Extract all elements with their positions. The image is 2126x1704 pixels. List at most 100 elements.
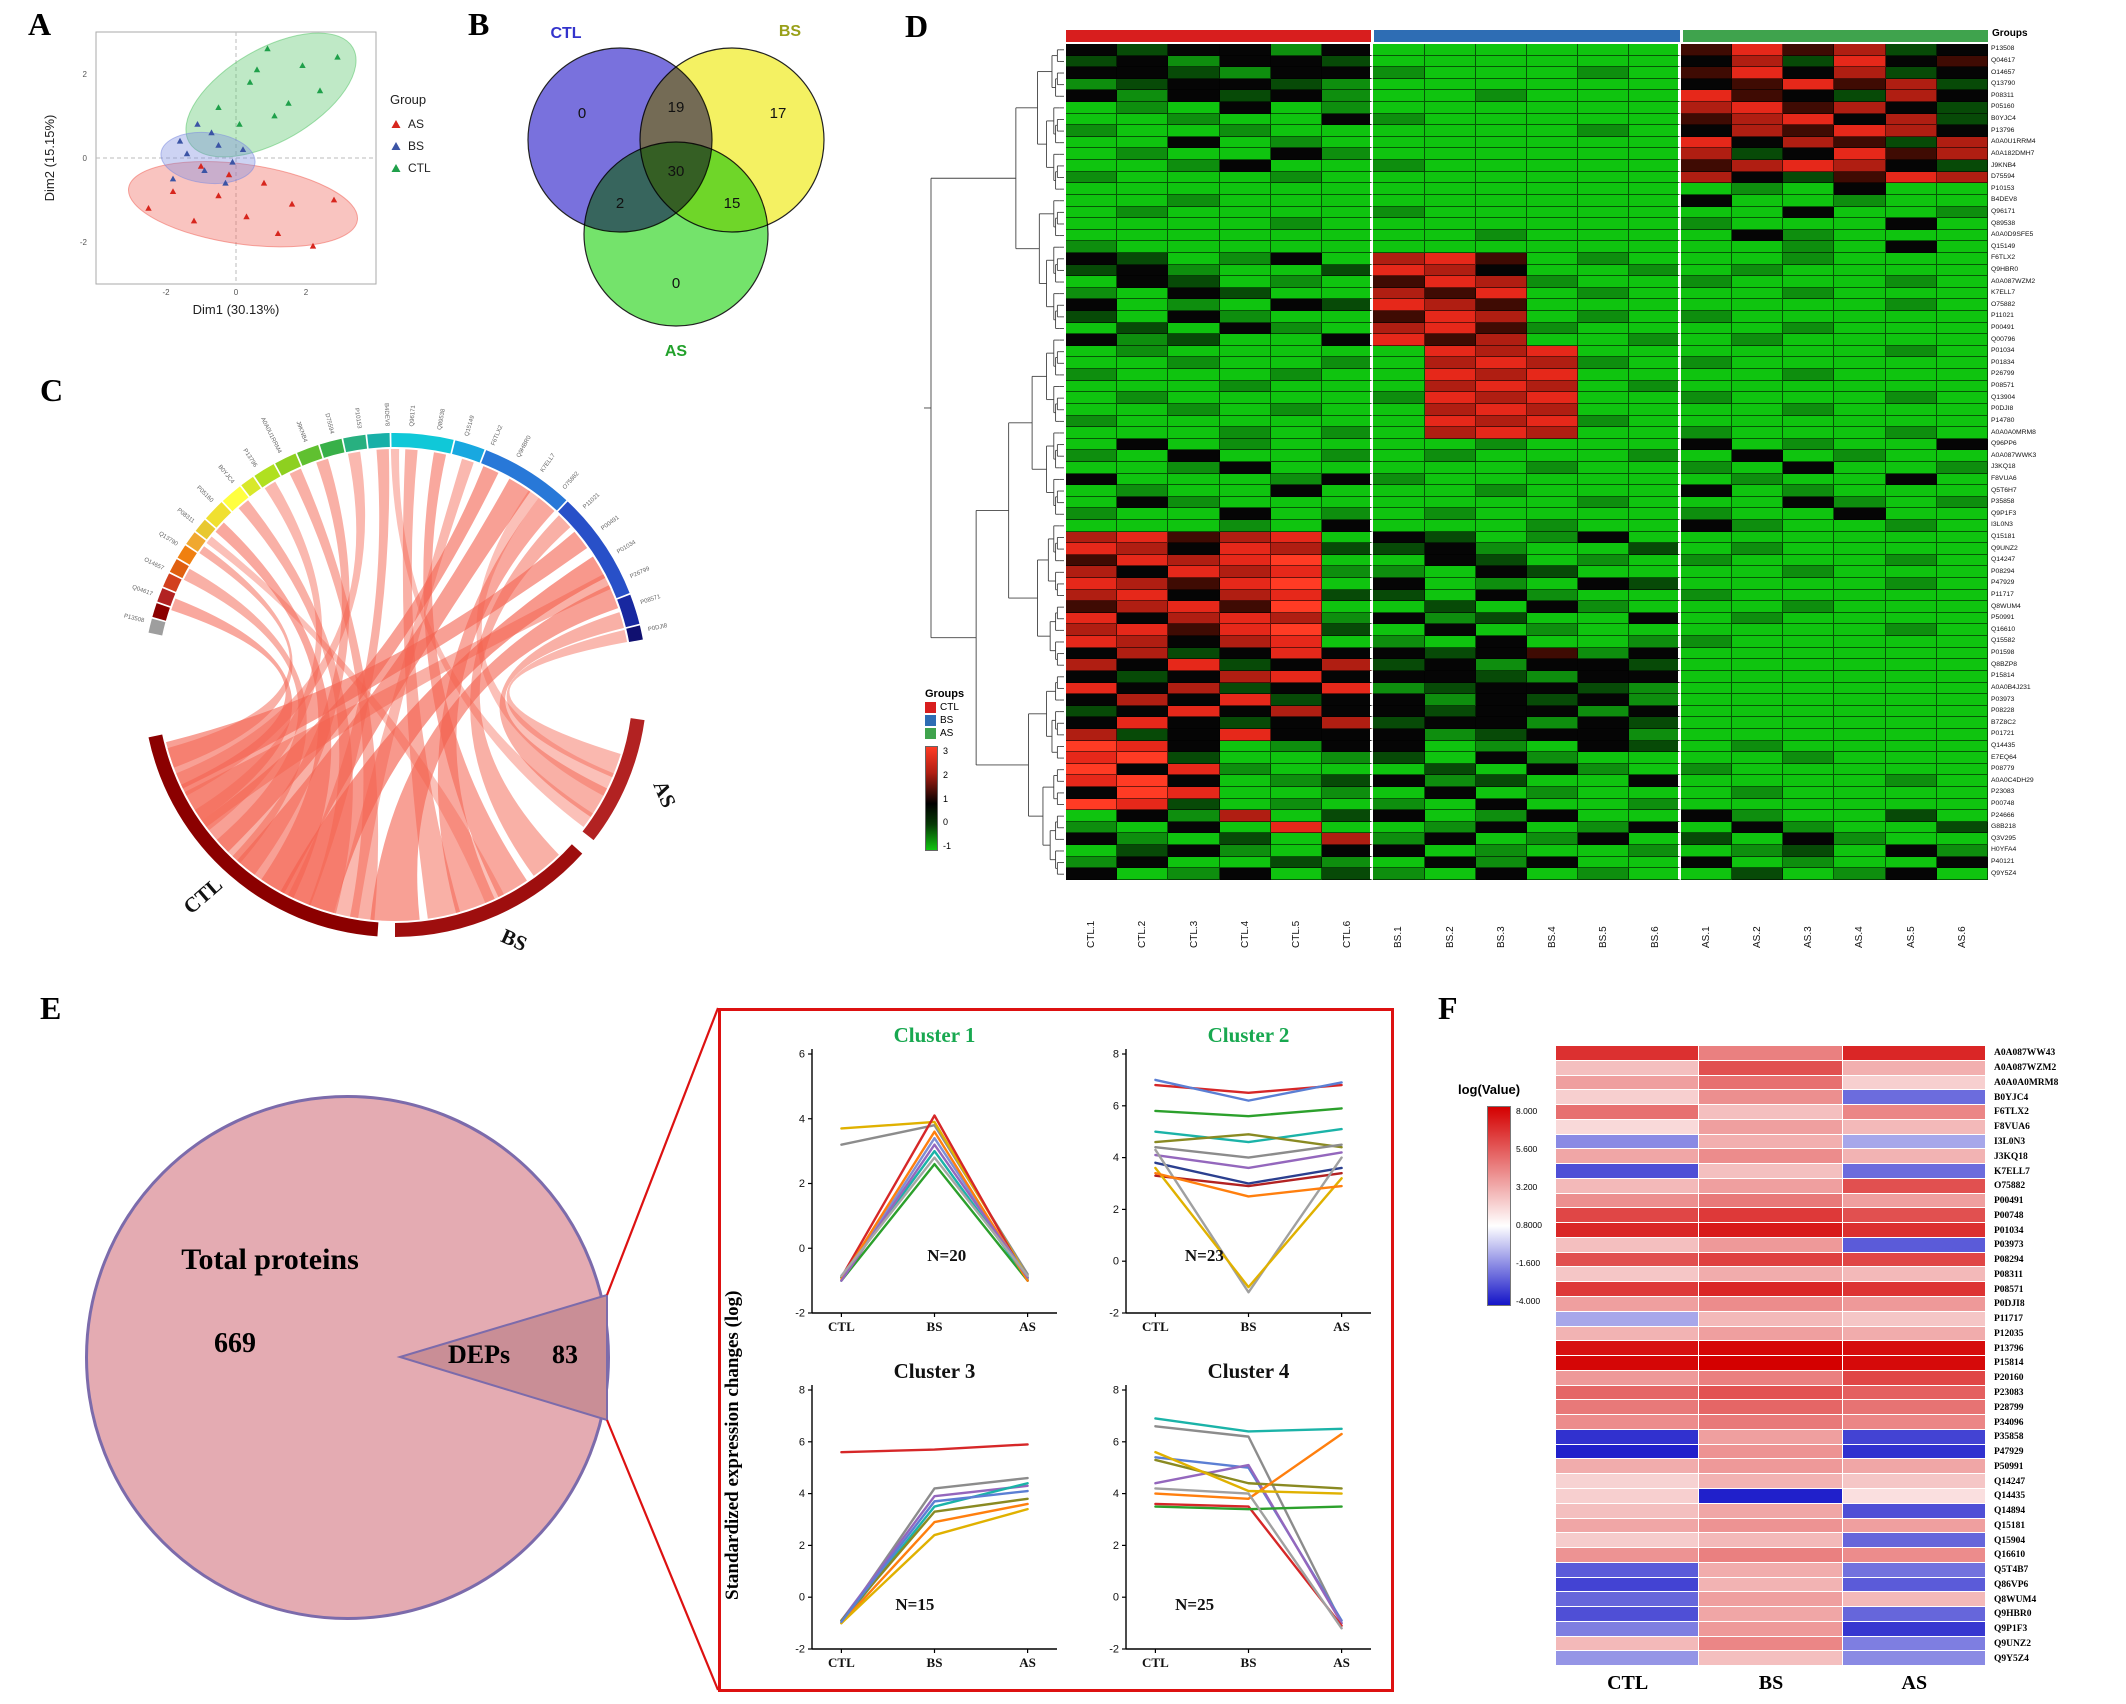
svg-text:BS: BS xyxy=(498,924,531,956)
heatmap-row xyxy=(1066,728,1988,741)
svg-text:P00491: P00491 xyxy=(600,514,621,532)
deps-count: 83 xyxy=(552,1340,578,1369)
heatmap-row xyxy=(1066,438,1988,451)
heatmap-row xyxy=(1066,508,1988,520)
heatmap-row xyxy=(1066,856,1988,869)
deps-label: DEPs xyxy=(448,1340,511,1369)
svg-text:Cluster 2: Cluster 2 xyxy=(1208,1024,1290,1047)
heatmap-row xyxy=(1066,473,1988,486)
heatmap-row xyxy=(1066,322,1988,335)
heatmap-row xyxy=(1556,1415,1986,1430)
deps-heatmap xyxy=(1556,1046,1986,1667)
heatmap-row xyxy=(1066,694,1988,706)
svg-text:AS: AS xyxy=(1019,1655,1036,1670)
heatmap-row xyxy=(1066,787,1988,799)
heatmap-row xyxy=(1066,392,1988,404)
svg-text:N=15: N=15 xyxy=(895,1595,934,1614)
svg-text:AS: AS xyxy=(1333,1655,1350,1670)
heatmap-color-scale xyxy=(925,746,938,851)
svg-text:4: 4 xyxy=(799,1488,805,1500)
heatmap-row xyxy=(1066,450,1988,462)
heatmap-row xyxy=(1556,1178,1986,1194)
heatmap-row xyxy=(1556,1090,1986,1106)
svg-text:-2: -2 xyxy=(795,1308,805,1320)
heatmap-row xyxy=(1066,589,1988,602)
heatmap-row xyxy=(1066,624,1988,637)
heatmap-row xyxy=(1556,1193,1986,1209)
heatmap-row xyxy=(1556,1208,1986,1224)
svg-text:AS: AS xyxy=(408,117,424,131)
heatmap-row xyxy=(1556,1267,1986,1283)
heatmap-row xyxy=(1556,1311,1986,1327)
svg-text:CTL: CTL xyxy=(1142,1319,1169,1334)
svg-text:P01034: P01034 xyxy=(616,539,637,555)
svg-text:8: 8 xyxy=(799,1385,805,1397)
heatmap-row xyxy=(1556,1356,1986,1371)
heatmap-row xyxy=(1066,67,1988,79)
heatmap-row xyxy=(1066,264,1988,277)
heatmap-row xyxy=(1066,543,1988,555)
heatmap-row xyxy=(1066,659,1988,671)
svg-text:-2: -2 xyxy=(1109,1644,1119,1656)
heatmap-row xyxy=(1556,1400,1986,1416)
svg-text:BS: BS xyxy=(927,1319,943,1334)
heatmap-row xyxy=(1066,612,1988,625)
heatmap-row xyxy=(1066,369,1988,381)
svg-text:O14657: O14657 xyxy=(143,557,165,572)
svg-text:0: 0 xyxy=(234,288,239,297)
svg-text:8: 8 xyxy=(1113,1385,1119,1397)
heatmap-group-colorbar xyxy=(1066,30,1988,42)
svg-text:P08311: P08311 xyxy=(176,508,196,526)
clusters-y-axis-label: Standardized expression changes (log) xyxy=(722,1290,743,1600)
heatmap-row xyxy=(1556,1474,1986,1489)
heatmap-row xyxy=(1066,160,1988,172)
svg-text:Dim1 (30.13%): Dim1 (30.13%) xyxy=(193,302,280,317)
heatmap-row xyxy=(1066,531,1988,544)
svg-text:CTL: CTL xyxy=(828,1655,855,1670)
svg-text:-2: -2 xyxy=(1109,1308,1119,1320)
svg-text:N=25: N=25 xyxy=(1175,1595,1214,1614)
heatmap-row xyxy=(1556,1459,1986,1475)
heatmap-row xyxy=(1066,125,1988,137)
heatmap-row xyxy=(1556,1297,1986,1312)
total-proteins-count: 669 xyxy=(214,1328,256,1359)
svg-text:0: 0 xyxy=(672,275,680,292)
heatmap-row xyxy=(1066,311,1988,323)
svg-text:4: 4 xyxy=(1113,1152,1119,1164)
svg-text:Dim2 (15.15%): Dim2 (15.15%) xyxy=(42,115,57,202)
svg-text:8: 8 xyxy=(1113,1049,1119,1061)
heatmap-row xyxy=(1556,1164,1986,1179)
heatmap-row xyxy=(1066,194,1988,207)
heatmap-row xyxy=(1556,1651,1986,1667)
svg-text:4: 4 xyxy=(1113,1488,1119,1500)
heatmap-row xyxy=(1066,682,1988,695)
heatmap-row xyxy=(1556,1060,1986,1076)
heatmap-row xyxy=(1556,1621,1986,1637)
svg-text:BS: BS xyxy=(408,139,424,153)
svg-text:0: 0 xyxy=(1113,1256,1119,1268)
svg-text:P26799: P26799 xyxy=(629,566,651,580)
svg-text:2: 2 xyxy=(799,1540,805,1552)
heatmap-row xyxy=(1066,798,1988,811)
svg-text:BS: BS xyxy=(1241,1319,1257,1334)
svg-text:17: 17 xyxy=(770,105,787,122)
heatmap-row xyxy=(1066,496,1988,509)
heatmap-row xyxy=(1066,554,1988,567)
svg-text:Q96171: Q96171 xyxy=(409,404,417,426)
svg-text:6: 6 xyxy=(799,1436,805,1448)
clusters-box xyxy=(718,1008,1394,1692)
svg-text:K7ELL7: K7ELL7 xyxy=(540,452,558,473)
f-legend-title: log(Value) xyxy=(1458,1082,1521,1097)
svg-text:2: 2 xyxy=(1113,1540,1119,1552)
heatmap-row xyxy=(1066,670,1988,683)
heatmap-row xyxy=(1556,1533,1986,1549)
heatmap-row xyxy=(1066,485,1988,497)
svg-text:Cluster 1: Cluster 1 xyxy=(894,1024,976,1047)
heatmap-row xyxy=(1066,148,1988,161)
svg-text:BS: BS xyxy=(927,1655,943,1670)
